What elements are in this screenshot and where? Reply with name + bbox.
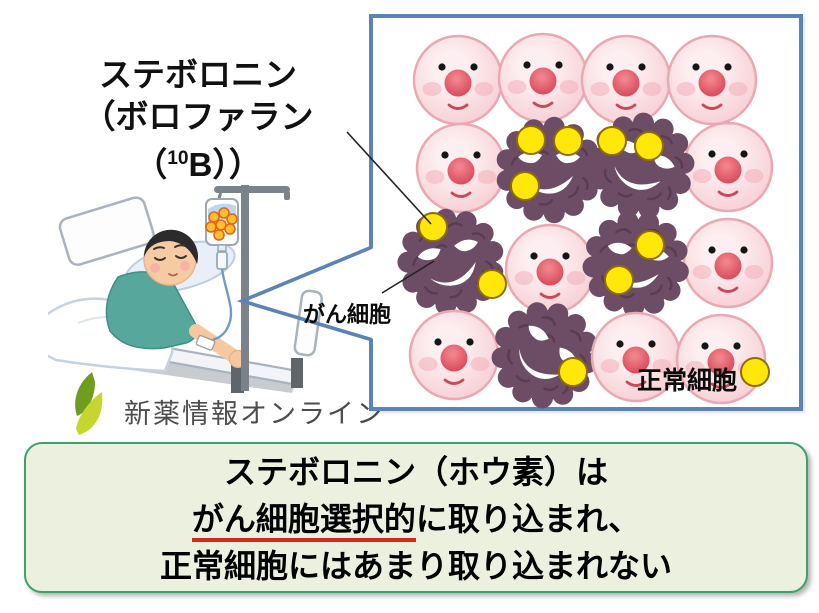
patient-mouth	[168, 273, 178, 277]
summary-emphasis: がん細胞選択的	[191, 501, 416, 542]
boron-dot	[516, 125, 546, 155]
iv-bag-drug-dots	[205, 207, 238, 241]
boron-dot	[604, 265, 634, 295]
normal-cell-label: 正常細胞	[637, 367, 738, 395]
cells-layer	[386, 32, 774, 411]
boron-dot	[418, 212, 448, 242]
normal-cell	[504, 223, 596, 315]
iv-tape	[195, 334, 216, 351]
summary-line1: ステボロニン（ホウ素）は	[223, 454, 608, 490]
normal-cell	[412, 34, 504, 126]
bed-leg	[291, 358, 303, 388]
isotope-mass: 10	[167, 148, 189, 169]
boron-dot	[634, 131, 664, 161]
leaf-logo-icon	[75, 372, 103, 435]
cancer-cell	[386, 196, 517, 328]
normal-cell	[497, 32, 589, 124]
patient-hair	[143, 229, 198, 264]
boron-dot	[477, 269, 507, 299]
normal-cell	[415, 122, 507, 214]
drug-title-line1: ステボロニン	[99, 56, 297, 93]
summary-line3: 正常細胞にはあまり取り込まれない	[159, 548, 672, 584]
patient-iv-illustration	[48, 185, 323, 393]
cancer-cell-label: がん細胞	[303, 302, 392, 327]
site-logo-text: 新薬情報オンライン	[124, 398, 385, 429]
drug-title: ステボロニン （ボロファラン（10B））	[22, 54, 374, 186]
boron-dot	[635, 230, 665, 260]
drip-chamber	[216, 251, 228, 270]
boron-dot	[510, 171, 540, 201]
patient-closed-eyes	[153, 244, 187, 261]
patient-blush	[150, 263, 160, 273]
boron-dot	[558, 357, 588, 387]
isotope-symbol: B	[188, 146, 213, 183]
iv-bag	[195, 198, 239, 351]
summary-box: ステボロニン（ホウ素）は がん細胞選択的に取り込まれ、 正常細胞にはあまり取り込…	[24, 442, 808, 593]
drug-title-line2: （ボロファラン（10B））	[82, 98, 314, 183]
cell-diagram-box	[369, 14, 803, 411]
site-logo: 新薬情報オンライン	[70, 371, 385, 437]
normal-cell	[666, 34, 758, 126]
boron-dot	[597, 126, 627, 156]
patient-blush	[180, 261, 190, 271]
summary-line2: がん細胞選択的に取り込まれ、	[26, 496, 806, 543]
bed-headboard	[58, 196, 155, 267]
cancer-cell	[495, 115, 604, 225]
boron-dot	[553, 126, 583, 156]
cancer-cell	[574, 201, 700, 327]
bed-leg	[231, 363, 244, 393]
normal-cell	[408, 309, 500, 401]
normal-cell	[682, 217, 774, 309]
boron-dot	[740, 357, 770, 387]
normal-cell	[580, 34, 672, 126]
normal-cell	[682, 121, 774, 213]
